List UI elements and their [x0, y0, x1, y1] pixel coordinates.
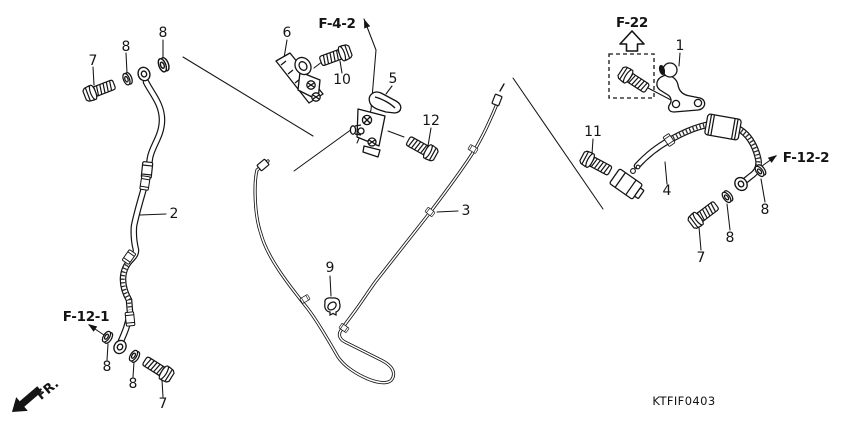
part-number-label: 8 [129, 376, 138, 392]
f22-direction-block-arrow-icon [619, 30, 645, 52]
pipe-flare-nut [491, 93, 503, 107]
part-number-label: 11 [584, 124, 602, 140]
fr-arrow-icon [12, 386, 42, 412]
hose-fitting-block [609, 168, 645, 200]
part-number-label: 7 [697, 250, 706, 266]
bracket-screw-head [306, 80, 321, 102]
pipe-flare-nut [256, 158, 270, 172]
part-number-label: 7 [89, 53, 98, 69]
part-number-label: 10 [333, 72, 351, 88]
hose-grommet [704, 113, 742, 141]
part-number-label: 8 [122, 39, 131, 55]
part-number-label: 8 [103, 359, 112, 375]
part-number-label: 9 [326, 260, 335, 276]
part-number-label: 4 [663, 183, 672, 199]
brake-pipe-3 [253, 83, 505, 385]
reference-label: F-12-1 [63, 309, 109, 325]
reference-label: F-12-2 [783, 150, 829, 166]
part-number-label: 6 [283, 25, 292, 41]
part-number-label: 5 [389, 71, 398, 87]
part-number-label: 8 [761, 202, 770, 218]
part-number-label: 2 [170, 206, 179, 222]
reference-label: F-4-2 [318, 16, 355, 32]
part-number-label: 12 [422, 113, 440, 129]
diagram-code: KTFIF0403 [652, 394, 715, 408]
part-number-label: 8 [726, 230, 735, 246]
bracket-1 [656, 62, 706, 113]
reference-dashed-box [608, 53, 655, 99]
reference-label: F-22 [616, 15, 648, 31]
part-number-label: 3 [462, 203, 471, 219]
pipe-clamp-9 [324, 297, 341, 317]
valve-5 [349, 91, 402, 158]
part-number-label: 8 [159, 25, 168, 41]
part-number-label: 7 [159, 396, 168, 412]
part-number-label: 1 [676, 38, 685, 54]
leader-lines [88, 18, 777, 398]
bracket-6 [275, 52, 324, 104]
brake-hose-2 [110, 64, 166, 357]
